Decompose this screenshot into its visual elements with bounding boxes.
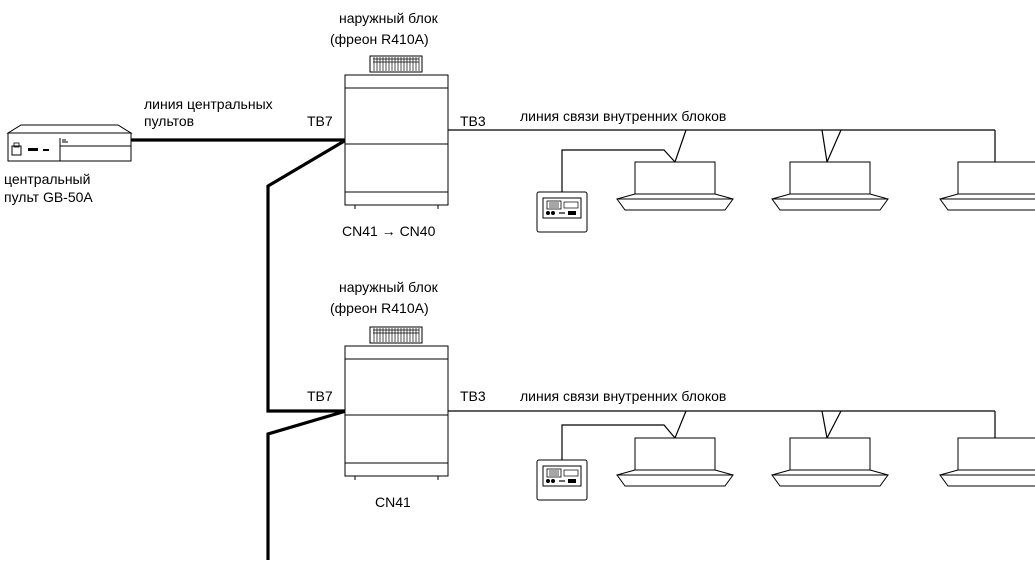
outdoor-unit-2-tb7: TB7 [307, 388, 333, 404]
outdoor-unit-1-tb3: TB3 [460, 113, 486, 129]
indoor-unit-1-3 [939, 161, 1035, 211]
indoor-unit-1-1 [616, 161, 734, 211]
indoor-line-1 [448, 129, 996, 194]
outdoor-unit-2-title-1: наружный блок [339, 279, 439, 295]
outdoor-unit-1-title-1: наружный блок [339, 10, 439, 26]
indoor-line-1-label: линия связи внутренних блоков [520, 108, 726, 124]
outdoor-unit-2-connector: CN41 [375, 494, 411, 510]
indoor-unit-2-1 [616, 437, 734, 487]
indoor-unit-2-3 [939, 437, 1035, 487]
central-controller-label-2: пульт GB-50A [4, 189, 93, 205]
central-line-label-2: пультов [144, 113, 194, 129]
outdoor-unit-1-tb7: TB7 [307, 113, 333, 129]
indoor-line-2 [448, 410, 996, 462]
central-controller-device [6, 124, 133, 162]
trunk-line-2 [266, 409, 347, 560]
remote-controller-1 [536, 191, 588, 233]
outdoor-unit-2-tb3: TB3 [460, 388, 486, 404]
outdoor-unit-1-connector: CN41 → CN40 [342, 223, 436, 239]
outdoor-unit-1-title-2: (фреон R410A) [330, 31, 429, 47]
outdoor-unit-2-title-2: (фреон R410A) [330, 300, 429, 316]
central-line-label-1: линия центральных [144, 96, 273, 112]
trunk-line-1 [266, 138, 347, 413]
outdoor-unit-1 [344, 55, 449, 210]
indoor-unit-1-2 [771, 161, 889, 211]
central-controller-label-1: центральный [4, 171, 90, 187]
outdoor-unit-2 [344, 326, 449, 481]
remote-controller-2 [536, 459, 588, 501]
indoor-line-2-label: линия связи внутренних блоков [520, 388, 726, 404]
indoor-unit-2-2 [771, 437, 889, 487]
